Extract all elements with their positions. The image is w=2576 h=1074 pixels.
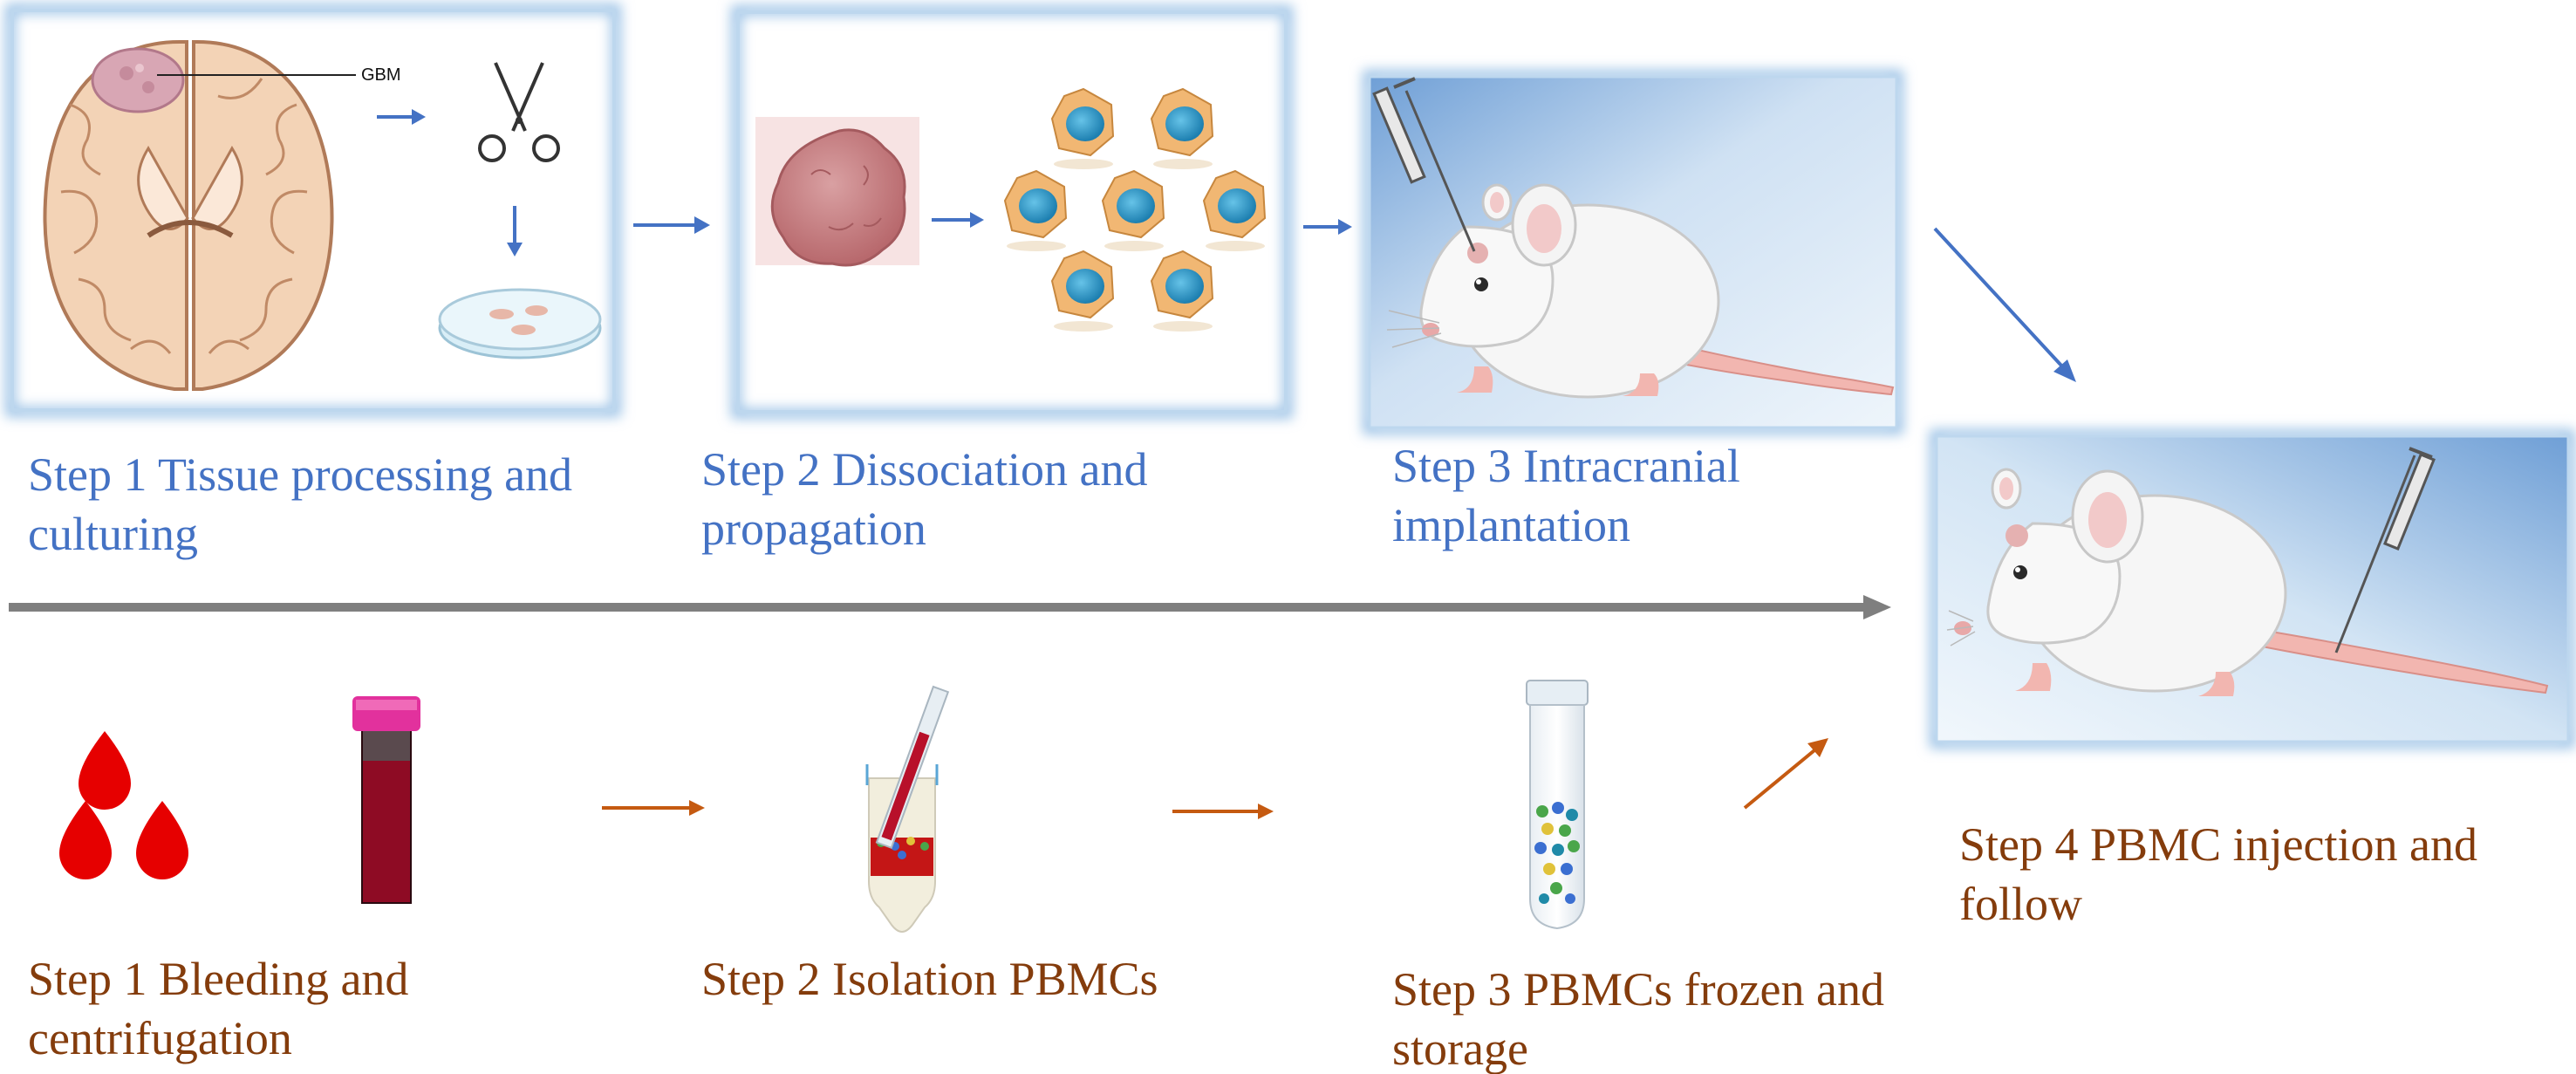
step1-tissue-caption: Step 1 Tissue processing and culturing <box>28 445 572 564</box>
scissors-icon <box>478 62 560 162</box>
blood-drops-icon <box>59 731 188 879</box>
brain-illustration <box>43 39 334 391</box>
cell <box>1050 250 1115 332</box>
blood-arrow-1 <box>602 800 705 816</box>
mouse-tail <box>1650 339 1895 396</box>
panel-intracranial <box>1363 70 1903 434</box>
syringe-icon <box>1372 77 1476 252</box>
gbm-label: GBM <box>361 65 401 85</box>
step3-frozen-line1: Step 3 PBMCs frozen and <box>1392 963 1884 1016</box>
mouse-illustration-2 <box>1946 468 2549 696</box>
cultured-cells <box>1003 87 1267 332</box>
panel-pbmc-injection <box>1930 429 2575 749</box>
cell <box>1150 87 1214 169</box>
step3-implantation-caption: Step 3 Intracranial implantation <box>1392 436 1740 555</box>
step4-injection-caption: Step 4 PBMC injection and follow <box>1959 815 2477 934</box>
cell <box>1101 169 1165 251</box>
arrow-step2-to-step3 <box>1303 219 1352 235</box>
step3-frozen-caption: Step 3 PBMCs frozen and storage <box>1392 960 1884 1074</box>
step3-implantation-line1: Step 3 Intracranial <box>1392 440 1740 492</box>
step1-bleeding-caption: Step 1 Bleeding and centrifugation <box>28 949 408 1068</box>
blood-arrow-2 <box>1172 804 1274 819</box>
step4-injection-line2: follow <box>1959 878 2082 930</box>
arrow-to-step4 <box>1933 227 2076 382</box>
arrow-step1-to-step2 <box>633 216 710 234</box>
cell <box>1050 87 1115 169</box>
frozen-pbmcs <box>1534 802 1580 904</box>
step1-tissue-line2: culturing <box>28 508 198 560</box>
step3-frozen-line2: storage <box>1392 1023 1528 1074</box>
mouse-illustration <box>1386 183 1895 399</box>
petri-dish-icon <box>438 288 602 359</box>
step1-tissue-line1: Step 1 Tissue processing and <box>28 448 573 501</box>
panel1-arrow-down <box>507 206 523 257</box>
cell <box>1003 169 1068 251</box>
panel-dissociation <box>731 5 1293 419</box>
mouse-tail-2 <box>2247 626 2549 694</box>
timeline-arrow <box>9 595 1891 619</box>
cell <box>1150 250 1214 332</box>
step3-implantation-line2: implantation <box>1392 499 1630 551</box>
panel-tissue-processing: GBM <box>5 3 621 417</box>
cell <box>1202 169 1267 251</box>
centrifuge-tube-icon <box>865 685 950 933</box>
blood-tube-icon <box>352 696 420 904</box>
panel2-arrow <box>932 212 984 228</box>
gbm-tumor-spot <box>91 47 185 113</box>
step2-dissociation-line2: propagation <box>701 503 926 555</box>
step4-injection-line1: Step 4 PBMC injection and <box>1959 818 2477 871</box>
syringe-icon-2 <box>2334 447 2436 653</box>
step2-dissociation-caption: Step 2 Dissociation and propagation <box>701 440 1147 558</box>
tumor-mass-icon <box>755 117 919 267</box>
step2-dissociation-line1: Step 2 Dissociation and <box>701 443 1148 496</box>
blood-arrow-3 <box>1743 738 1828 810</box>
step1-bleeding-line2: centrifugation <box>28 1012 292 1064</box>
panel1-arrow-right <box>377 109 426 125</box>
step2-isolation-caption: Step 2 Isolation PBMCs <box>701 949 1158 1009</box>
step2-isolation-line1: Step 2 Isolation PBMCs <box>701 953 1158 1005</box>
storage-tube-icon <box>1526 680 1589 930</box>
implant-site <box>1467 243 1488 263</box>
step1-bleeding-line1: Step 1 Bleeding and <box>28 953 409 1005</box>
